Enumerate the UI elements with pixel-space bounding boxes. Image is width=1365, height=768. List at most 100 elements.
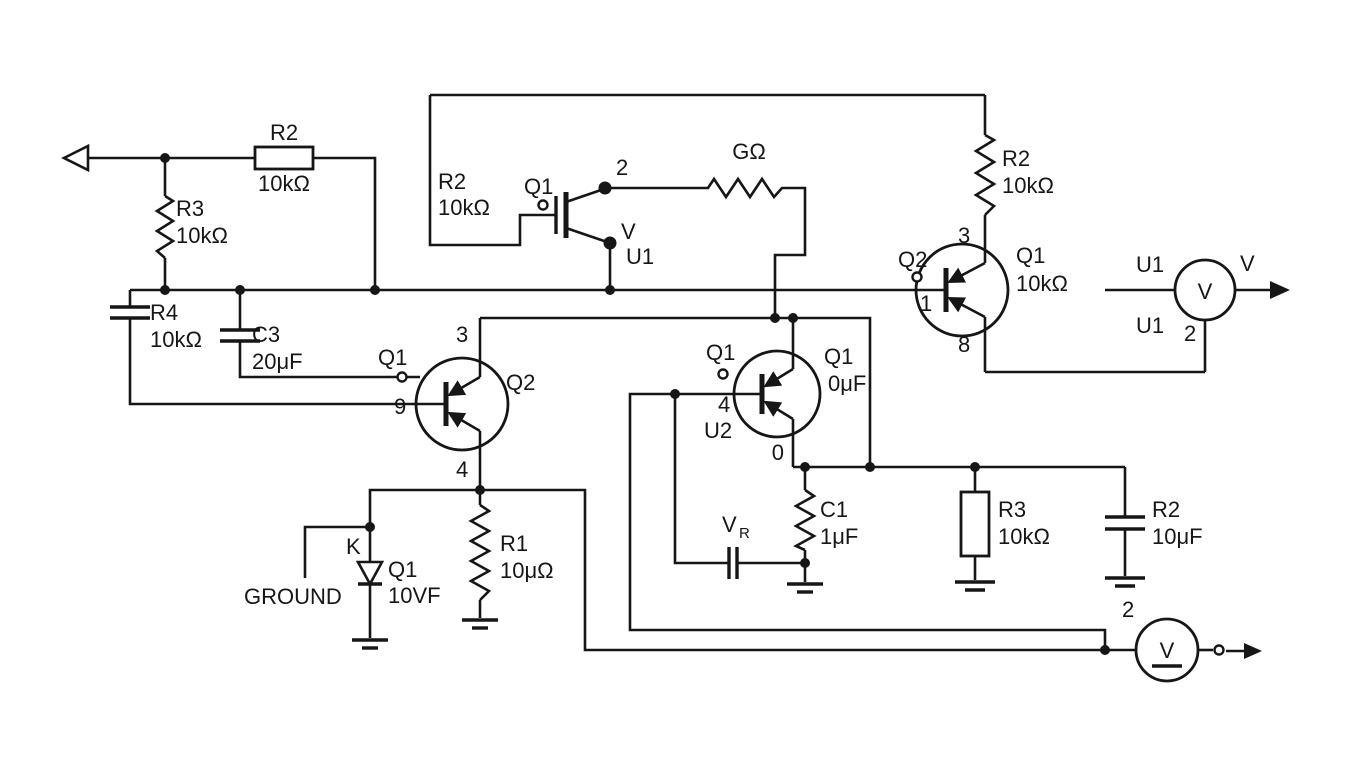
resistor-r2-right: R2 10kΩ: [973, 133, 1054, 216]
voltmeter-body: [1173, 258, 1237, 322]
wire-r2box-down: [313, 156, 377, 290]
junction-dot: [800, 558, 810, 568]
pin-marker-icon: [1213, 644, 1225, 656]
resistor-r2-box: R2 10kΩ: [253, 120, 315, 196]
pin-8-label: 8: [958, 332, 970, 357]
component-body: [793, 488, 817, 552]
net-u1-bottom: U1: [1136, 313, 1164, 338]
source-lead: [565, 226, 611, 245]
junction-dot: [970, 462, 980, 472]
wire-c3-to-pin: [238, 341, 420, 379]
ground-symbol-r2cap: [1105, 576, 1145, 588]
output-arrow-icon: [1244, 643, 1262, 659]
resistor-body: [468, 503, 492, 601]
net-u1-top: U1: [1136, 252, 1164, 277]
junction-dot: [605, 285, 615, 295]
net-label-r2-mid: R2 10kΩ: [438, 169, 490, 220]
ground-symbol-r3: [955, 580, 995, 592]
resistor-r1: R1 10μΩ: [468, 503, 554, 601]
resistor-value: 10kΩ: [998, 524, 1050, 549]
net-value: 10kΩ: [438, 195, 490, 220]
resistor-name: R2: [270, 120, 298, 145]
junction-dot: [865, 462, 875, 472]
pin-3-label: 3: [456, 322, 468, 347]
resistor-body: [253, 145, 315, 171]
wire-gohm-down: [773, 186, 807, 318]
ground-symbol-c1: [787, 582, 823, 594]
resistor-name: R1: [500, 531, 528, 556]
capacitor-value: 20μF: [252, 349, 303, 374]
junction-dot: [1100, 645, 1110, 655]
resistor-body: [154, 194, 176, 259]
component-value: 1μF: [820, 524, 858, 549]
drain-lead: [565, 187, 605, 204]
pin-marker-icon: [717, 368, 729, 380]
resistor-c1: C1 1μF: [793, 488, 858, 552]
mosfet-label: Q1: [524, 174, 553, 199]
transistor-label-left: Q2: [898, 247, 927, 272]
junction-dot: [800, 462, 810, 472]
resistor-name: R3: [176, 196, 204, 221]
wire-u2-base-loop: [628, 392, 1107, 650]
transistor-label-right: Q1: [824, 344, 853, 369]
pin-u1-label: U1: [626, 244, 654, 269]
junction-dots: [160, 153, 1110, 655]
pin-4-label: 4: [456, 457, 468, 482]
resistor-name: R2: [1002, 146, 1030, 171]
transistor-label-right: Q1: [1016, 243, 1045, 268]
capacitor-name-subscript: R: [739, 525, 750, 542]
wire-bottom-bus: [368, 488, 1136, 652]
resistor-body: [700, 176, 790, 200]
component-name: C1: [820, 497, 848, 522]
capacitor-c3: C3 20μF: [220, 322, 303, 374]
diode-triangle: [355, 560, 385, 587]
battery-meter: V 2: [1122, 597, 1262, 683]
mosfet-q1: Q1 2 V U1: [524, 155, 654, 269]
capacitor-name: V: [722, 512, 737, 537]
ground-net-label: GROUND: [244, 584, 342, 609]
transistor-u2: Q1 4 U2 Q1 0μF 0: [704, 318, 866, 467]
transistor-label-u2: U2: [704, 418, 732, 443]
capacitor-name: R4: [150, 300, 178, 325]
diode-value: 10VF: [388, 583, 441, 608]
junction-dot: [235, 285, 245, 295]
resistor-value: 10kΩ: [176, 223, 228, 248]
wire-r4-to-base: [128, 318, 416, 406]
source-terminal-dot: [603, 236, 617, 250]
junction-dot: [365, 522, 375, 532]
wire-ground-stub: [303, 525, 370, 578]
ground-symbol-r1: [462, 618, 498, 630]
junction-dot: [670, 389, 680, 399]
transistor-label-top: Q1: [706, 340, 735, 365]
junction-dot: [475, 485, 485, 495]
resistor-body: [959, 490, 991, 558]
collector-arrow: [763, 367, 794, 388]
junction-dot: [370, 285, 380, 295]
input-arrow: [61, 143, 90, 173]
pin-2-label: 2: [1184, 321, 1196, 346]
emitter-arrow: [447, 411, 481, 433]
resistor-r3-left: R3 10kΩ: [154, 194, 228, 259]
resistor-name: R3: [998, 497, 1026, 522]
pin-k-label: K: [346, 534, 361, 559]
output-arrow-icon: [1270, 281, 1290, 299]
ground-symbol-diode: [352, 638, 388, 650]
transistor-value: 0μF: [828, 371, 866, 396]
resistor-value: 10kΩ: [1002, 173, 1054, 198]
transistor-q2-left: Q1 3 9 Q2 4: [378, 318, 535, 490]
pin-2-label: 2: [616, 155, 628, 180]
capacitor-name: R2: [1152, 497, 1180, 522]
collector-arrow: [947, 261, 986, 283]
resistor-body: [973, 133, 997, 216]
pin-1-label: 1: [920, 291, 932, 316]
collector-arrow: [447, 375, 481, 397]
capacitor-value: 10kΩ: [150, 327, 202, 352]
wire-gate-feed: [428, 95, 556, 247]
pin-v-label: V: [621, 219, 636, 244]
pin-marker-icon: [537, 199, 549, 211]
resistor-label: GΩ: [732, 139, 766, 164]
capacitor-r4: R4 10kΩ: [110, 300, 202, 352]
meter-display: V: [1160, 638, 1175, 663]
